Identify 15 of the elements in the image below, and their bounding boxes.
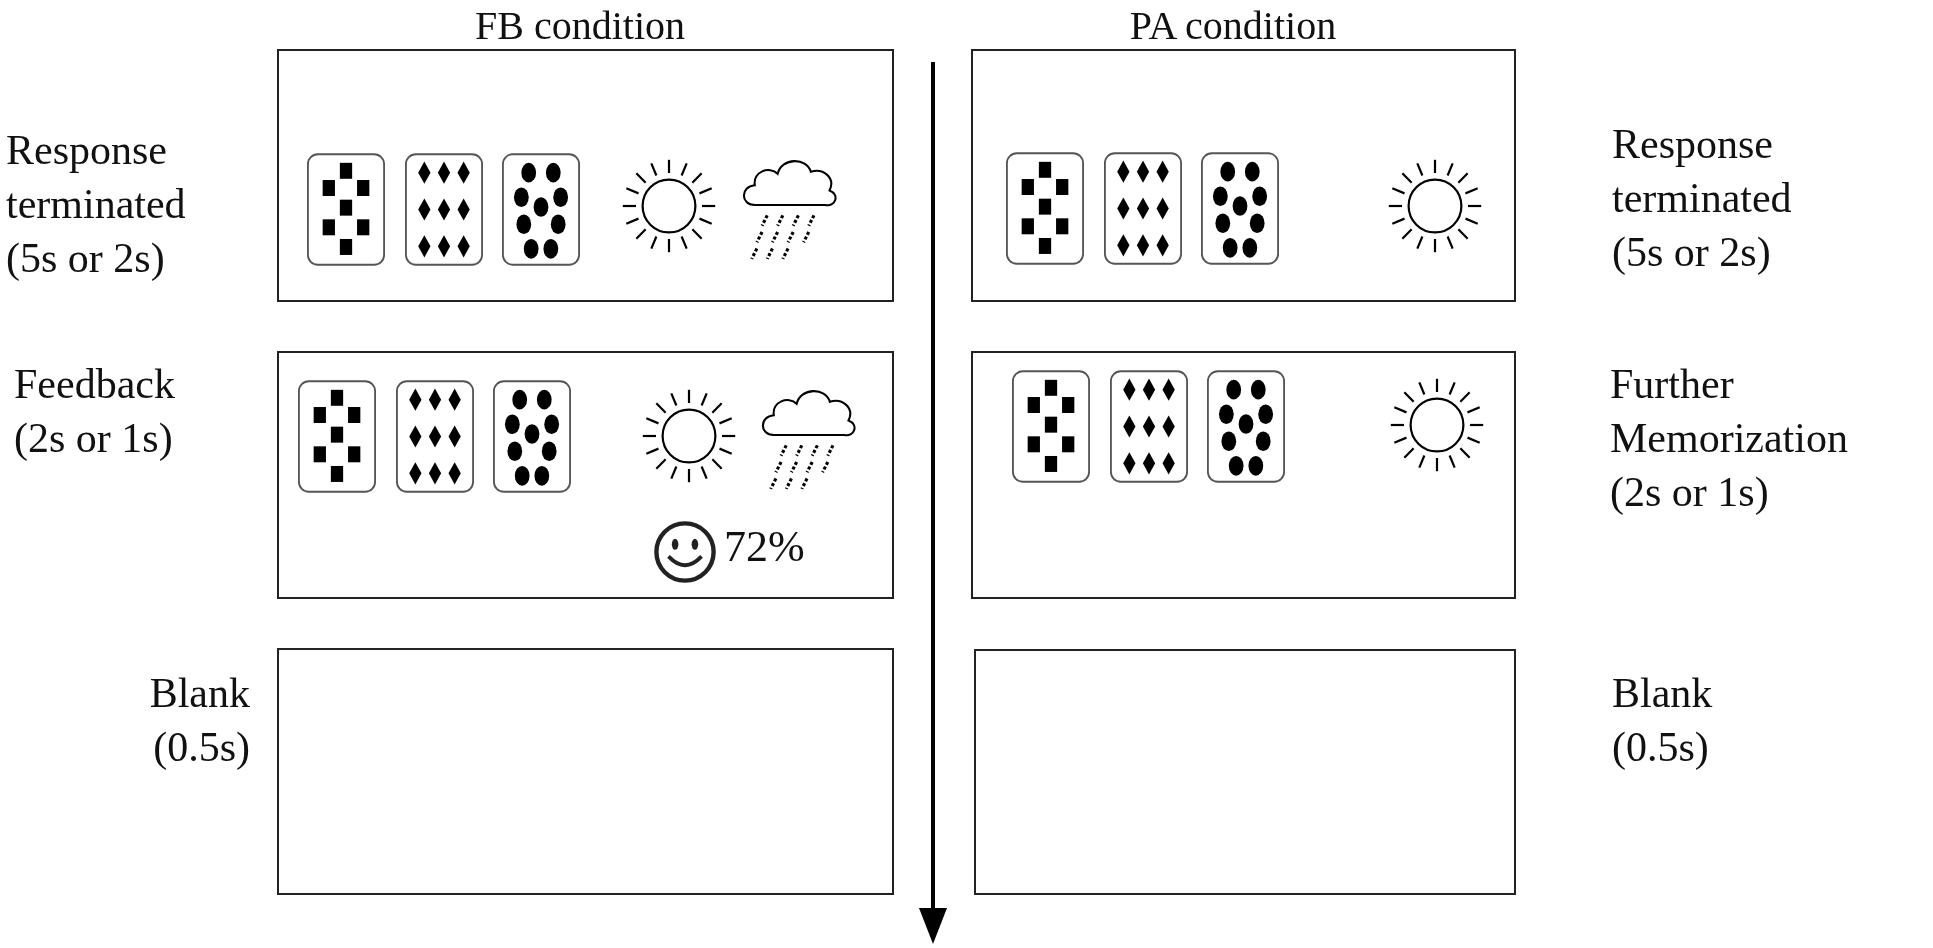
stage-label: Response terminated (5s or 2s): [6, 126, 187, 283]
stage-label: Blank (0.5s): [148, 669, 250, 772]
stage-label: Further Memorization (2s or 1s): [1610, 360, 1849, 517]
percentage-text: 72%: [724, 521, 805, 572]
condition-heading: PA condition: [1129, 2, 1337, 49]
stage-label: Feedback (2s or 1s): [14, 360, 176, 463]
screen-box: [277, 648, 894, 895]
condition-heading: FB condition: [475, 2, 685, 49]
screen-box: [974, 649, 1516, 895]
screen-box: [971, 351, 1516, 599]
stage-label: Response terminated (5s or 2s): [1612, 120, 1793, 277]
screen-box: [277, 351, 894, 599]
stage-label: Blank (0.5s): [1612, 669, 1714, 772]
screen-box: [277, 49, 894, 302]
screen-box: [971, 49, 1516, 302]
